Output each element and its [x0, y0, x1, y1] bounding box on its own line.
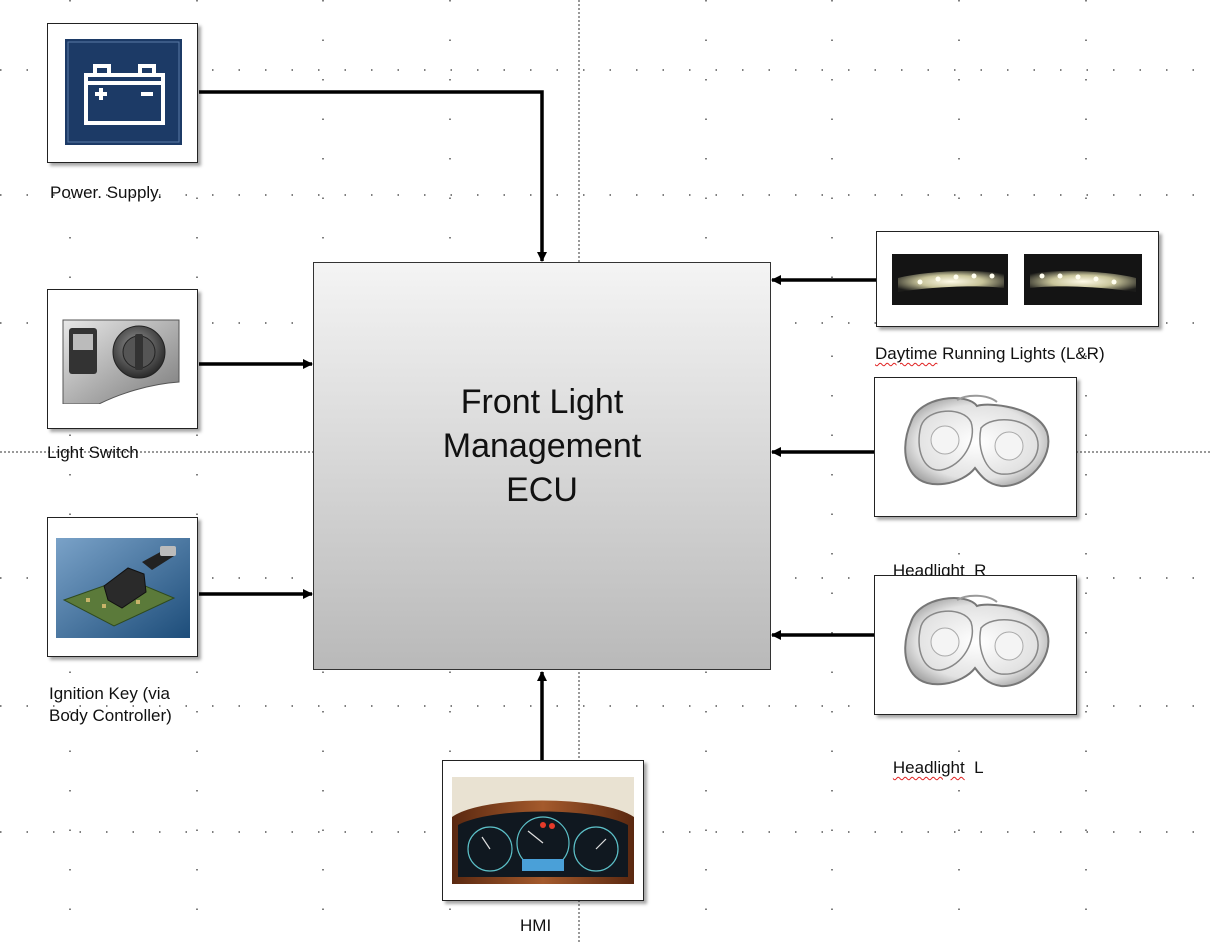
battery-icon — [65, 39, 182, 145]
power-supply-label: Power. Supply. — [50, 183, 163, 202]
ecu-title-line: Management — [442, 427, 642, 465]
hmi-block[interactable] — [442, 760, 644, 901]
light-switch-label: Light Switch — [47, 443, 139, 462]
instrument-cluster-image — [452, 777, 634, 884]
headlight-l-label: Headlight L — [874, 736, 984, 799]
drl-label-word: Daytime — [875, 344, 938, 363]
hmi-label: HMI — [520, 916, 552, 935]
ignition-key-block[interactable] — [47, 517, 198, 657]
ignition-key-label-line: Body Controller) — [49, 706, 172, 725]
drl-block[interactable] — [876, 231, 1159, 327]
drl-label-rest: Running Lights (L&R) — [937, 344, 1105, 363]
headlight-l-label-word: Headlight — [892, 758, 965, 777]
ecu-title: Front Light Management ECU — [412, 380, 672, 512]
headlight-image — [904, 594, 1050, 688]
power-supply-block[interactable] — [47, 23, 198, 163]
drl-label: Daytime Running Lights (L&R) — [875, 343, 1105, 364]
ignition-key-image — [56, 538, 190, 638]
daytime-running-lights-image — [892, 254, 1142, 305]
headlight-r-block[interactable] — [874, 377, 1077, 517]
headlight-l-label-rest: L — [964, 758, 984, 777]
power-supply-connector — [199, 90, 547, 262]
ecu-title-line: Front Light — [460, 383, 624, 421]
light-switch-block[interactable] — [47, 289, 198, 429]
ecu-block[interactable]: Front Light Management ECU — [313, 262, 771, 670]
headlight-image — [904, 394, 1050, 488]
ecu-title-line: ECU — [506, 471, 578, 509]
ignition-key-label-line: Ignition Key (via — [49, 684, 170, 703]
light-switch-image — [62, 319, 180, 404]
headlight-l-block[interactable] — [874, 575, 1077, 715]
